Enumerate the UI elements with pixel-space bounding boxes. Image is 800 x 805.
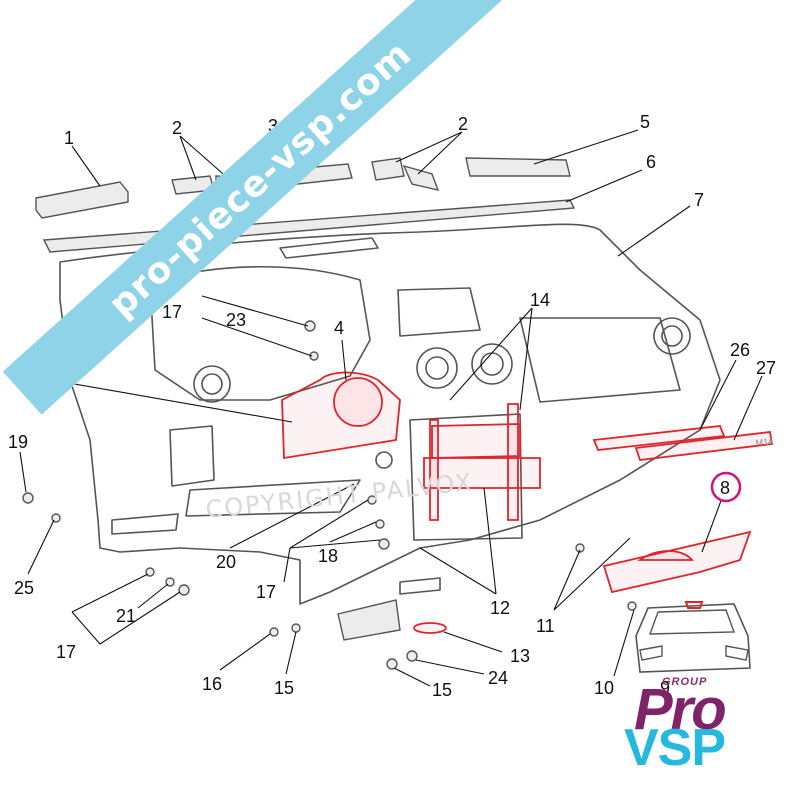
callout-15-left: 15 bbox=[274, 678, 294, 698]
callout-26: 26 bbox=[730, 340, 750, 360]
callout-19: 19 bbox=[8, 432, 28, 452]
callout-1: 1 bbox=[64, 128, 74, 148]
fasteners bbox=[22, 320, 637, 670]
callout-9: 9 bbox=[660, 678, 670, 698]
callout-10: 10 bbox=[594, 678, 614, 698]
callout-11: 11 bbox=[536, 616, 555, 636]
callout-27: 27 bbox=[756, 358, 776, 378]
part-label-m14: M14 bbox=[755, 436, 773, 448]
callout-2-left: 2 bbox=[172, 118, 182, 138]
callout-23: 23 bbox=[226, 310, 246, 330]
callout-4: 4 bbox=[334, 318, 344, 338]
callout-17-middle: 17 bbox=[256, 582, 276, 602]
callout-16: 16 bbox=[202, 674, 222, 694]
part-8-highlight-circle bbox=[710, 471, 742, 503]
callout-20: 20 bbox=[216, 552, 236, 572]
callout-17-top: 17 bbox=[162, 302, 182, 322]
callout-numbers: 1 2 3 2 5 6 7 14 17 23 4 26 27 22 19 8 2… bbox=[8, 112, 776, 700]
logo-pro-text: Pro bbox=[634, 677, 727, 742]
callout-17-bottom: 17 bbox=[56, 642, 76, 662]
callout-12: 12 bbox=[490, 598, 510, 618]
callout-25: 25 bbox=[14, 578, 34, 598]
callout-18: 18 bbox=[318, 546, 338, 566]
callout-5: 5 bbox=[640, 112, 650, 132]
callout-21: 21 bbox=[116, 606, 136, 626]
callout-6: 6 bbox=[646, 152, 656, 172]
logo-vsp-text: VSP bbox=[624, 719, 726, 777]
logo-car-outline bbox=[635, 601, 751, 673]
callout-14: 14 bbox=[530, 290, 550, 310]
callout-7: 7 bbox=[694, 190, 704, 210]
provsp-logo: GROUP Pro VSP bbox=[612, 590, 782, 780]
callout-13: 13 bbox=[510, 646, 530, 666]
callout-15-right: 15 bbox=[432, 680, 452, 700]
callout-24: 24 bbox=[488, 668, 508, 688]
callout-8: 8 bbox=[720, 478, 730, 498]
logo-group-text: GROUP bbox=[662, 676, 708, 688]
highlighted-parts bbox=[281, 371, 774, 634]
callout-2-right: 2 bbox=[458, 114, 468, 134]
callout-3: 3 bbox=[268, 116, 278, 136]
